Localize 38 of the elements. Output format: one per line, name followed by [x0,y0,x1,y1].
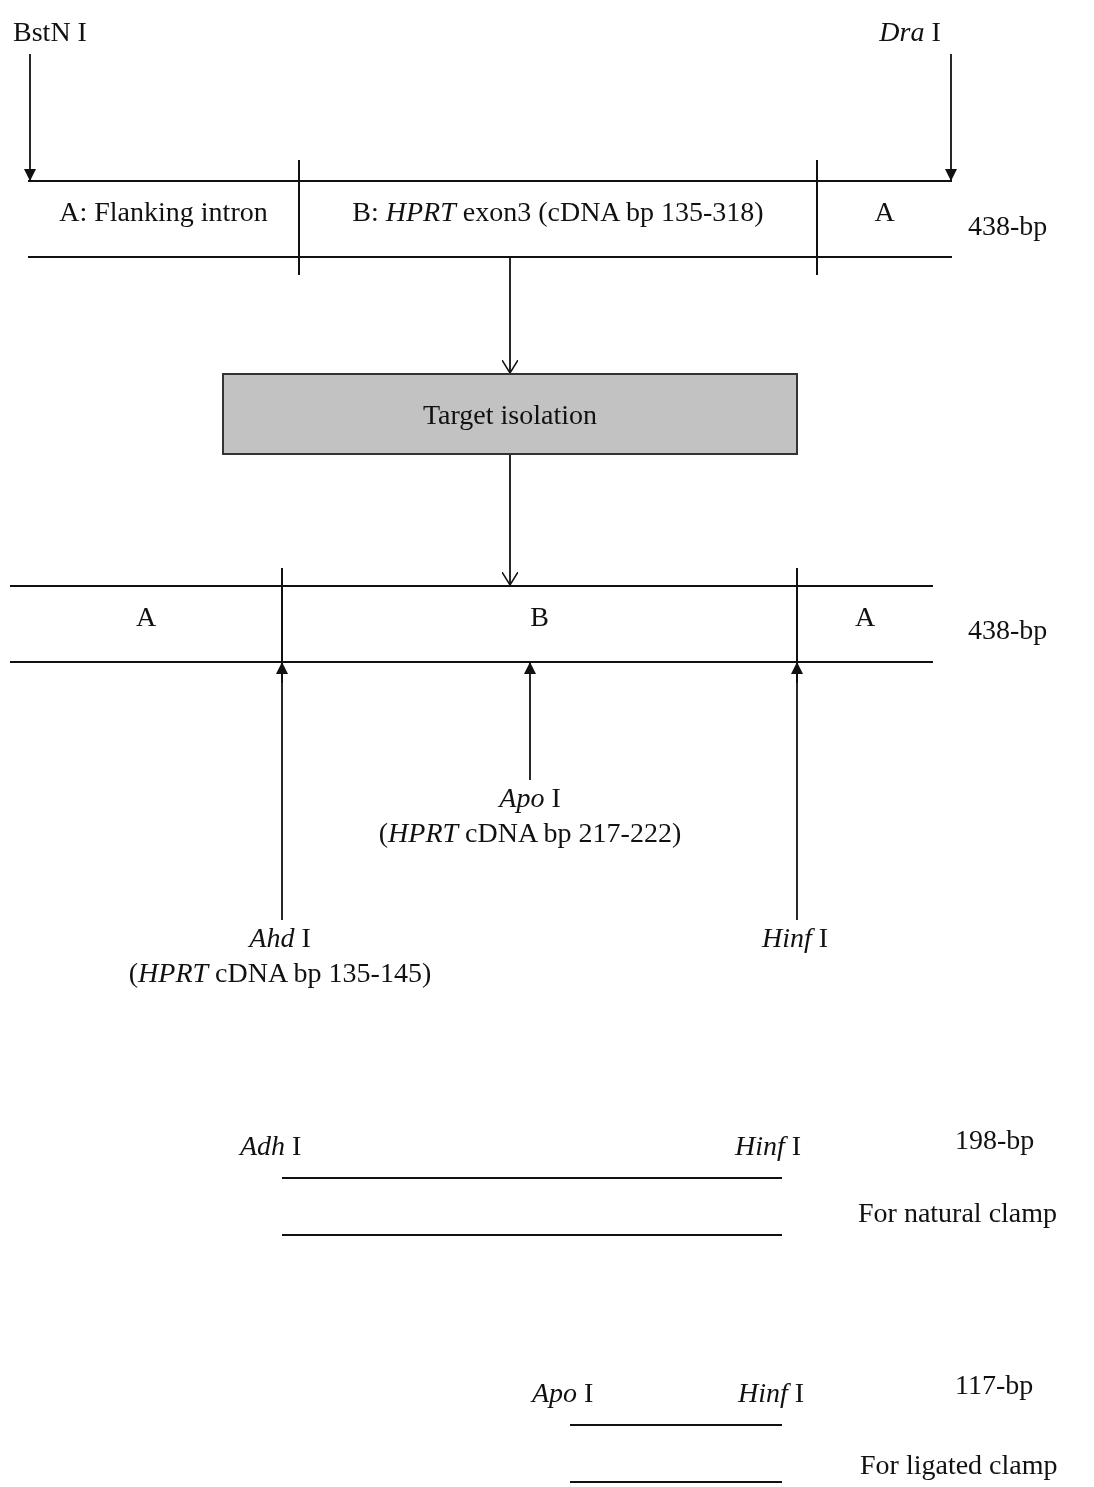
arrow [501,454,519,586]
segment-label: A [134,600,158,634]
enzyme-label: Ahd I [249,921,311,955]
dna-segment [797,585,933,663]
size-label: 198-bp [955,1123,1035,1157]
dna-segment [10,585,282,663]
segment-label: A [873,195,896,229]
site-note: (HPRT cDNA bp 135-145) [128,956,432,990]
enzyme-label: Apo I [532,1376,594,1410]
arrow [276,662,288,921]
site-note: (HPRT cDNA bp 217-222) [378,816,682,850]
enzyme-label: Hinf I [735,1129,802,1163]
arrow [501,257,519,374]
process-box [222,373,798,455]
enzyme-label: Adh I [240,1129,302,1163]
step-label: Target isolation [422,397,597,432]
segment-label: B: HPRT exon3 (cDNA bp 135-318) [351,195,765,229]
size-label: 117-bp [955,1368,1034,1402]
arrow [791,662,803,921]
enzyme-label: Apo I [499,781,561,815]
note: For ligated clamp [860,1448,1058,1482]
enzyme-label: BstN I [13,15,87,49]
dna-segment [28,180,299,258]
enzyme-label: Hinf I [738,1376,805,1410]
segment-label: A [853,600,877,634]
dna-segment [299,180,817,258]
segment-label: B [529,600,550,634]
size-label: 438-bp [968,209,1048,243]
enzyme-label: Dra I [879,15,941,49]
arrow [945,53,957,181]
size-label: 438-bp [968,613,1048,647]
dna-segment [817,180,952,258]
note: For natural clamp [858,1196,1058,1230]
segment-label: A: Flanking intron [58,195,269,229]
enzyme-label: Hinf I [761,921,829,955]
dna-segment [282,585,797,663]
arrow [524,662,536,781]
arrow [24,53,36,181]
